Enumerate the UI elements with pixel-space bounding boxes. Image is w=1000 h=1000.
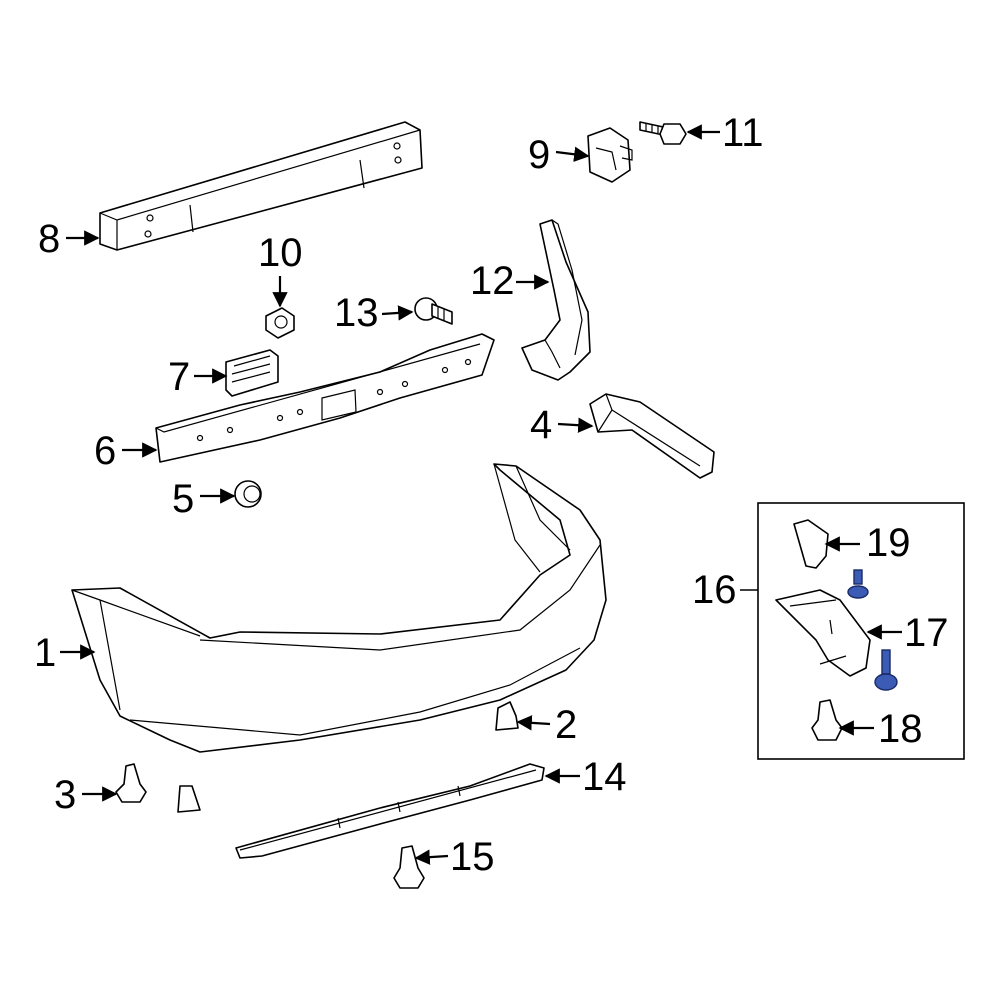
callout-14: 14	[582, 755, 627, 799]
part-9-bracket[interactable]	[587, 127, 633, 183]
callout-18: 18	[878, 707, 923, 751]
part-7-bracket[interactable]	[225, 349, 279, 397]
part-1-bumper-cover[interactable]	[71, 463, 607, 753]
leader-arrows	[60, 124, 902, 865]
bolt-highlight-icon[interactable]	[847, 569, 869, 599]
callout-8: 8	[38, 217, 60, 261]
callout-1: 1	[34, 631, 56, 675]
callout-2: 2	[555, 703, 577, 747]
callout-17: 17	[904, 611, 949, 655]
callout-6: 6	[94, 429, 116, 473]
callout-19: 19	[866, 521, 911, 565]
part-19-bracket[interactable]	[793, 519, 829, 569]
part-5-cap[interactable]	[234, 480, 262, 508]
part-13-clip[interactable]	[414, 297, 453, 325]
callout-4: 4	[530, 403, 552, 447]
callout-12: 12	[470, 259, 515, 303]
part-12-side-bracket[interactable]	[521, 219, 591, 381]
part-8-reinforcement[interactable]	[99, 121, 423, 251]
callout-7: 7	[168, 355, 190, 399]
part-2-clip[interactable]	[495, 701, 519, 731]
callout-3: 3	[54, 773, 76, 817]
callout-5: 5	[172, 477, 194, 521]
part-15-fastener[interactable]	[393, 845, 425, 889]
part-17-bracket[interactable]	[775, 589, 871, 677]
part-4-retainer[interactable]	[589, 393, 715, 479]
part-6-absorber[interactable]	[155, 333, 495, 463]
part-14-lower-strip[interactable]	[235, 763, 545, 859]
part-10-nut[interactable]	[265, 307, 295, 339]
callout-labels: 8 9 11 10 13 12 7 6 4 5 1 2 3 14 15 16 1…	[34, 111, 949, 879]
bolt-highlight-icon[interactable]	[874, 649, 898, 691]
part-18-fastener[interactable]	[811, 699, 843, 741]
callout-9: 9	[528, 133, 550, 177]
callout-11: 11	[722, 111, 764, 155]
part-11-bolt[interactable]	[639, 121, 687, 145]
callout-15: 15	[450, 835, 495, 879]
callout-16: 16	[692, 568, 737, 612]
callout-13: 13	[334, 291, 379, 335]
part-3-fastener[interactable]	[115, 763, 201, 813]
kit-16-box	[740, 502, 965, 760]
callout-10: 10	[258, 231, 303, 275]
